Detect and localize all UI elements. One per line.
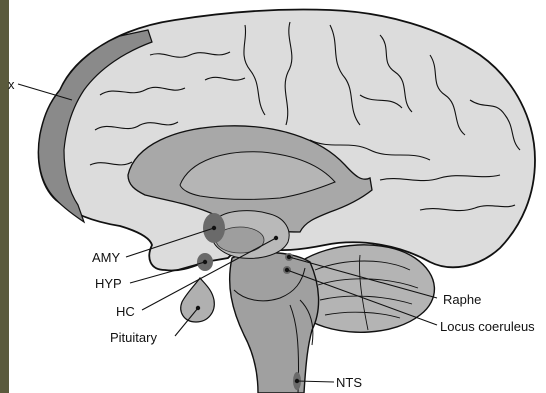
pituitary-gland xyxy=(181,278,215,322)
label-amy: AMY xyxy=(92,250,121,265)
brainstem xyxy=(230,252,319,393)
left-edge-strip xyxy=(0,0,9,393)
label-locus-coeruleus: Locus coeruleus xyxy=(440,319,535,334)
label-raphe: Raphe xyxy=(443,292,481,307)
label-pituitary: Pituitary xyxy=(110,330,157,345)
label-nts: NTS xyxy=(336,375,362,390)
label-hyp: HYP xyxy=(95,276,122,291)
label-hc: HC xyxy=(116,304,135,319)
label-cortex-fragment: x xyxy=(8,77,15,92)
